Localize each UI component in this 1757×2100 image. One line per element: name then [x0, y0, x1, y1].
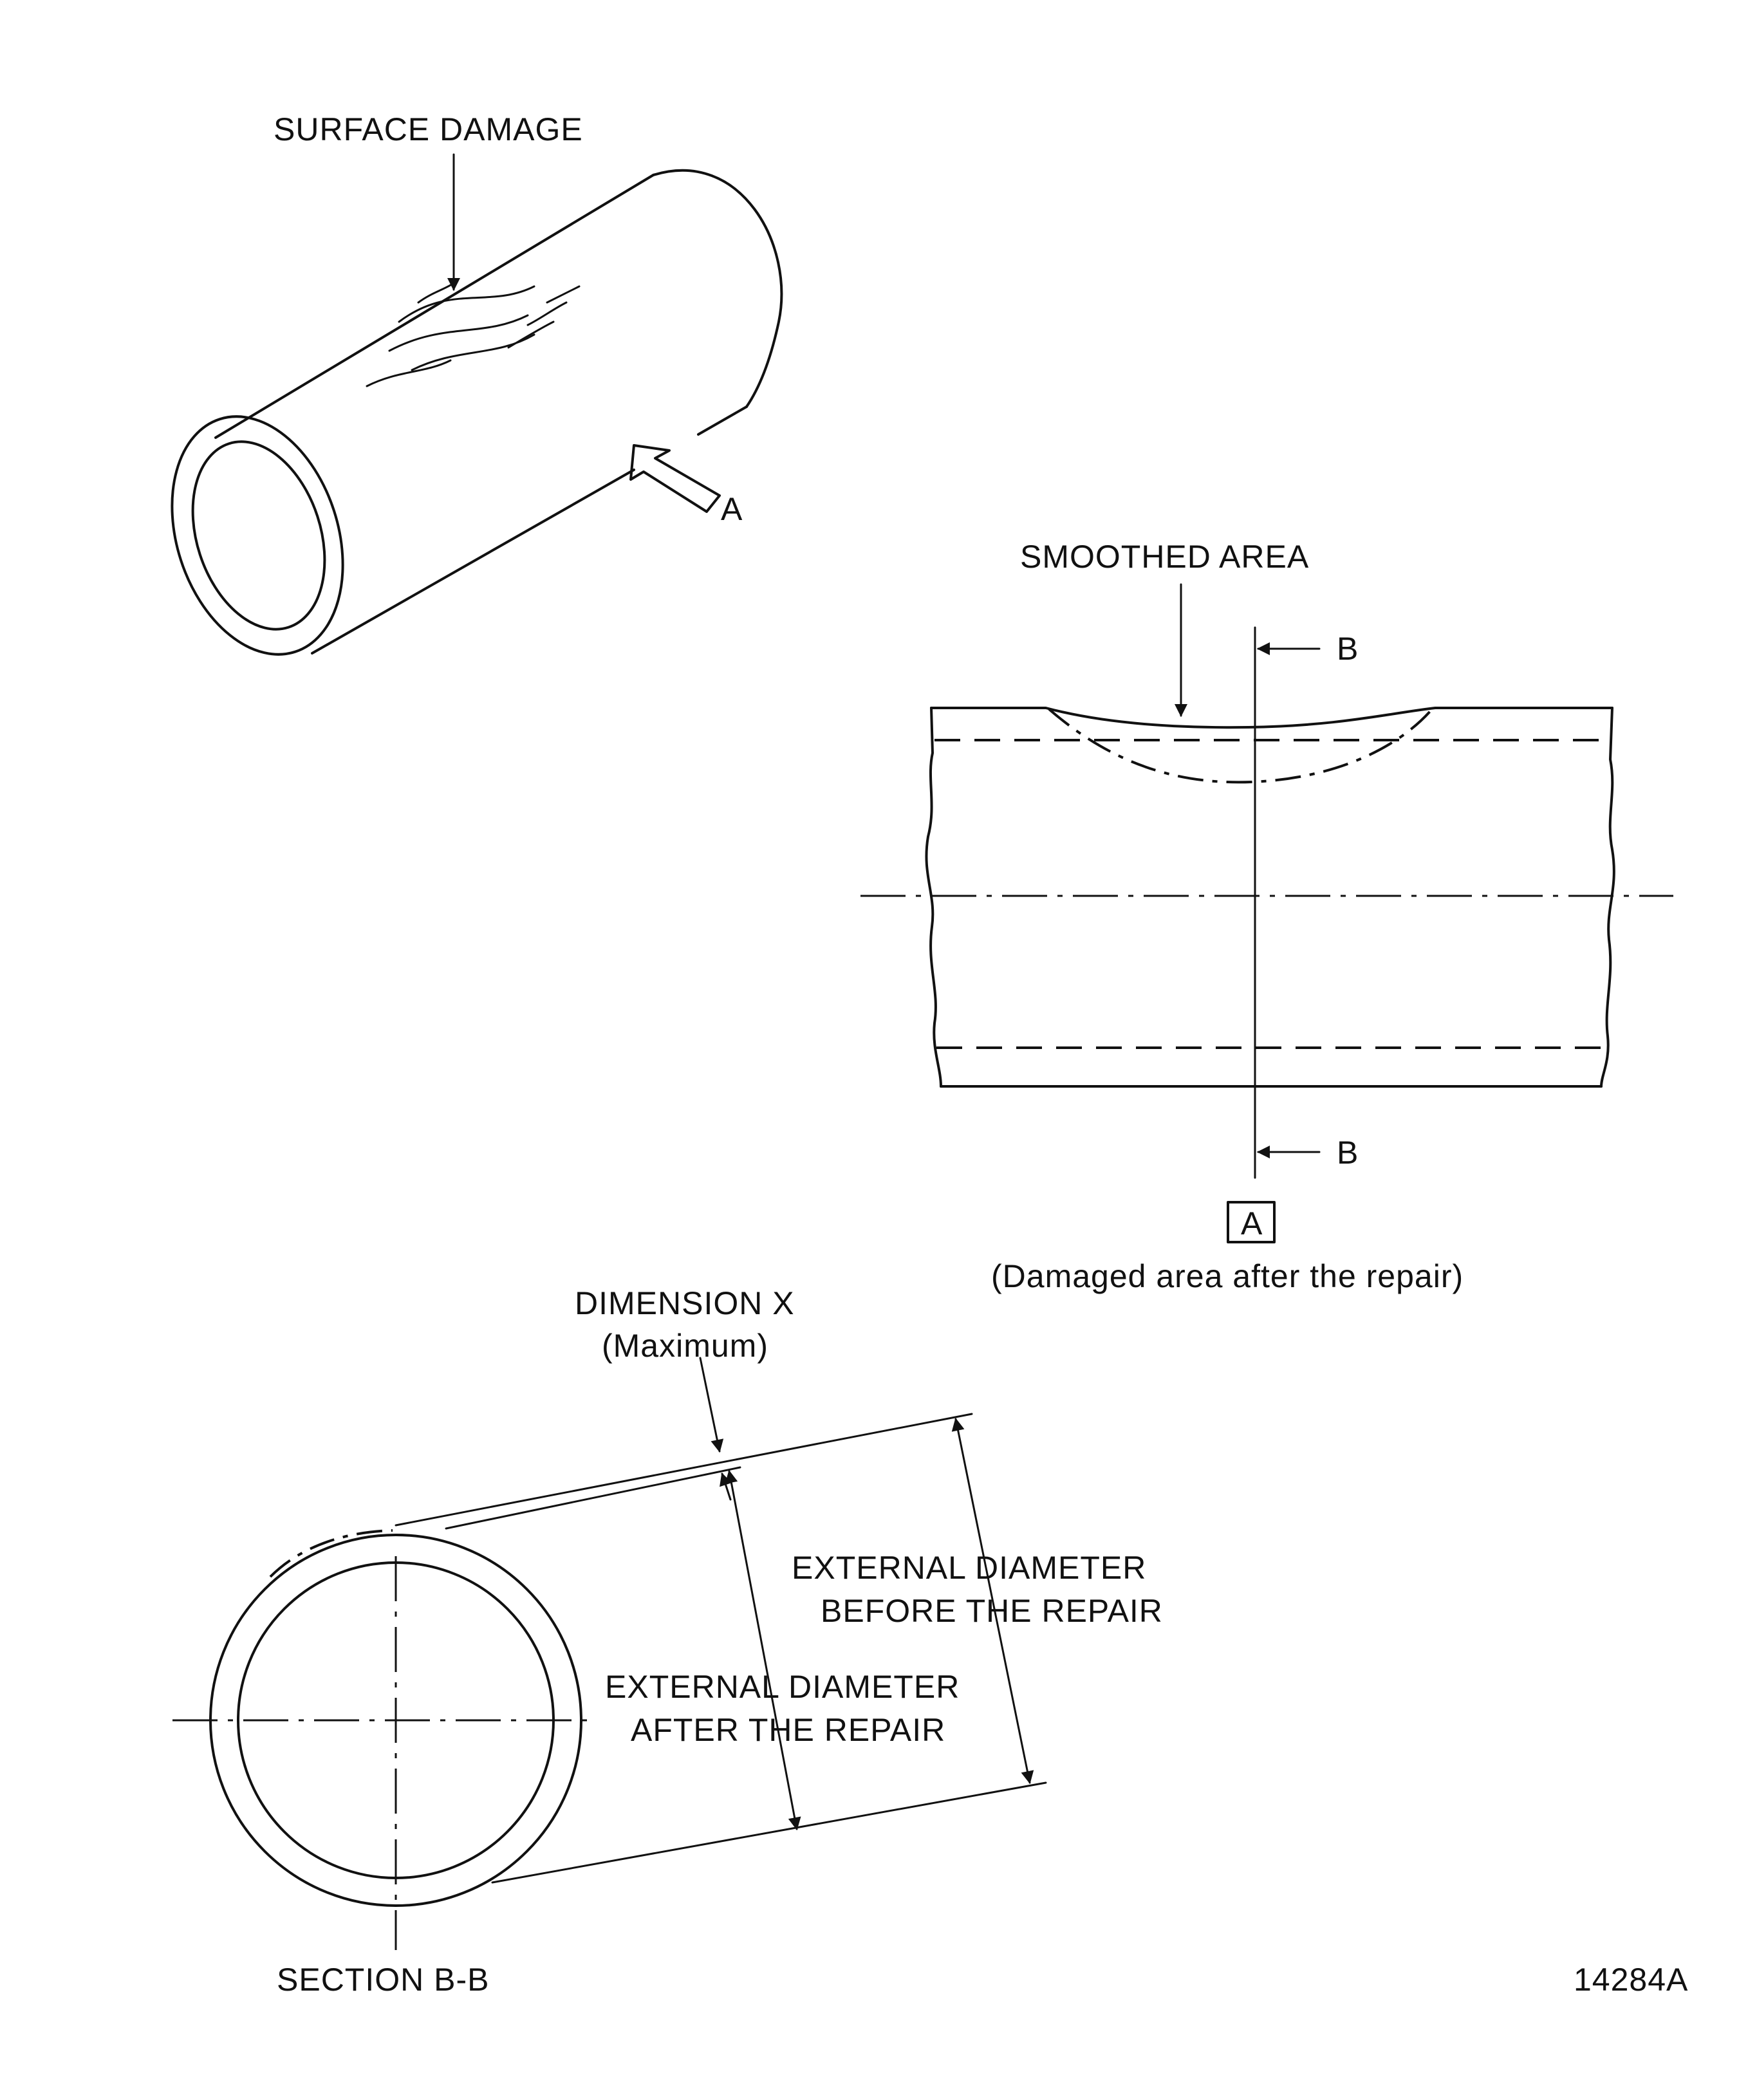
surface-damage-label: SURFACE DAMAGE [274, 111, 583, 147]
dimension-x-note: (Maximum) [602, 1328, 768, 1364]
ext-before-label-line2: BEFORE THE REPAIR [821, 1593, 1163, 1629]
view-arrow-a-icon [629, 444, 721, 513]
view-a-left-break [925, 707, 942, 1088]
dimension-x-label: DIMENSION X [575, 1285, 795, 1321]
section-b-b [172, 1357, 1047, 1950]
view-a-original-surface [1048, 708, 1433, 784]
view-a-box [1227, 1201, 1276, 1243]
tube-front-end-outer [171, 415, 344, 656]
tube-front-end-inner [191, 440, 326, 631]
tube-back-end [652, 169, 783, 408]
view-arrow-a-label: A [721, 491, 743, 527]
surface-damage-marks [366, 282, 581, 387]
figure-number: 14284A [1574, 1962, 1688, 1998]
view-caption: (Damaged area after the repair) [991, 1258, 1464, 1294]
ext-after-label-line2: AFTER THE REPAIR [631, 1712, 945, 1748]
tube-bottom-edge-left [311, 469, 635, 655]
tube-bottom-edge-right [697, 405, 748, 436]
section-original-surface [269, 1529, 393, 1578]
ext-before-dimension [951, 1418, 1034, 1784]
section-letter-bottom: B [1337, 1135, 1359, 1171]
dimension-x-leader-bottom [720, 1473, 732, 1501]
ext-after-label-line1: EXTERNAL DIAMETER [605, 1669, 960, 1705]
ext-before-top-line [395, 1413, 973, 1527]
view-box-letter: A [1241, 1205, 1263, 1241]
view-a-right-break [1600, 707, 1615, 1088]
ext-after-top-line [445, 1466, 741, 1530]
section-letter-top: B [1337, 631, 1359, 667]
ext-after-dimension [725, 1470, 801, 1830]
smoothed-area-label: SMOOTHED AREA [1020, 539, 1309, 575]
view-a-top-edge [930, 707, 1613, 729]
ext-bottom-line [491, 1781, 1047, 1884]
section-title: SECTION B-B [277, 1962, 489, 1998]
dimension-x-leader-top [699, 1357, 724, 1453]
ext-before-label-line1: EXTERNAL DIAMETER [792, 1550, 1146, 1586]
view-a-side-view [860, 583, 1673, 1243]
tube-top-edge [214, 174, 655, 439]
isometric-tube [171, 153, 783, 656]
